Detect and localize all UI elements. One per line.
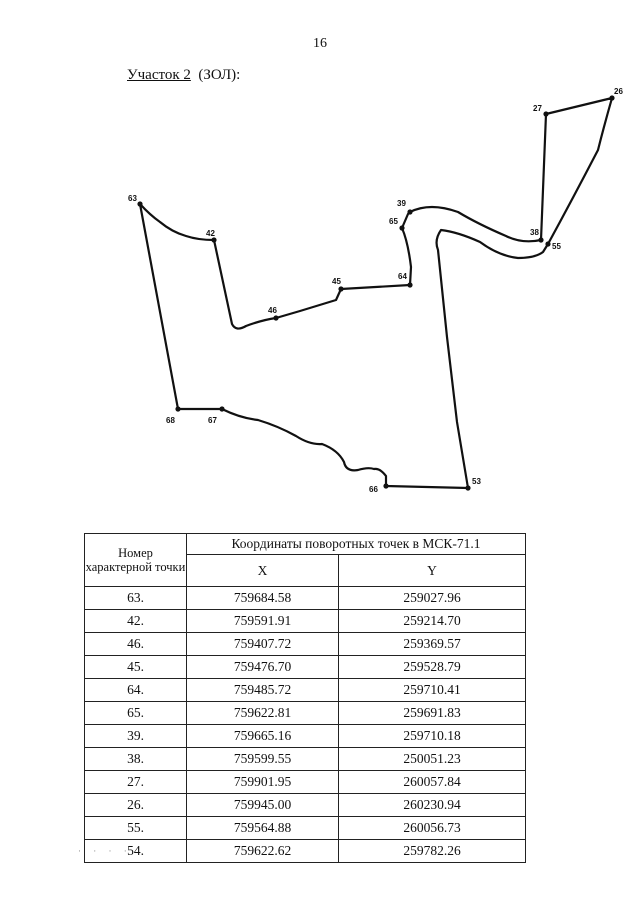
cell-y: 259782.26 xyxy=(338,839,526,863)
section-title: Участок 2 (ЗОЛ): xyxy=(127,67,240,84)
point-label-46: 46 xyxy=(268,306,277,315)
section-title-suffix: (ЗОЛ): xyxy=(198,67,241,83)
cell-y: 260056.73 xyxy=(338,816,526,840)
cell-point-number: 65. xyxy=(84,701,187,725)
point-marker-67 xyxy=(219,406,225,412)
point-marker-46 xyxy=(273,315,279,321)
scan-artifact: · · · · xyxy=(78,846,132,856)
point-label-65: 65 xyxy=(389,217,398,226)
point-marker-27 xyxy=(543,111,549,117)
point-marker-65 xyxy=(399,225,405,231)
cell-x: 759485.72 xyxy=(186,678,339,702)
point-label-68: 68 xyxy=(166,416,175,425)
cell-x: 759599.55 xyxy=(186,747,339,771)
page-number: 16 xyxy=(313,36,327,51)
point-label-66: 66 xyxy=(369,485,378,494)
cell-x: 759407.72 xyxy=(186,632,339,656)
cell-point-number: 42. xyxy=(84,609,187,633)
cell-point-number: 39. xyxy=(84,724,187,748)
cell-y: 259369.57 xyxy=(338,632,526,656)
point-labels: 63 42 46 45 64 65 39 38 27 26 55 53 66 6… xyxy=(128,87,623,494)
plot-map: 63 42 46 45 64 65 39 38 27 26 55 53 66 6… xyxy=(128,87,623,494)
coordinates-table: Номер характерной точки Координаты повор… xyxy=(84,533,526,863)
cell-x: 759564.88 xyxy=(186,816,339,840)
cell-y: 259710.18 xyxy=(338,724,526,748)
cell-y: 250051.23 xyxy=(338,747,526,771)
point-marker-68 xyxy=(175,406,181,412)
cell-point-number: 63. xyxy=(84,586,187,610)
cell-x: 759622.62 xyxy=(186,839,339,863)
cell-x: 759901.95 xyxy=(186,770,339,794)
cell-point-number: 64. xyxy=(84,678,187,702)
boundary-outer xyxy=(138,96,614,490)
boundary-lines xyxy=(138,96,614,490)
point-label-64: 64 xyxy=(398,272,407,281)
cell-point-number: 46. xyxy=(84,632,187,656)
cell-y: 259691.83 xyxy=(338,701,526,725)
point-label-67: 67 xyxy=(208,416,217,425)
point-markers xyxy=(137,95,615,491)
point-marker-26 xyxy=(609,95,615,101)
header-y: Y xyxy=(338,554,526,587)
point-marker-55 xyxy=(545,241,551,247)
cell-x: 759476.70 xyxy=(186,655,339,679)
point-label-42: 42 xyxy=(206,229,215,238)
header-coordinates: Координаты поворотных точек в МСК-71.1 xyxy=(186,533,526,555)
cell-y: 260230.94 xyxy=(338,793,526,817)
point-marker-53 xyxy=(465,485,471,491)
point-label-38: 38 xyxy=(530,228,539,237)
cell-point-number: 54. xyxy=(84,839,187,863)
cell-x: 759622.81 xyxy=(186,701,339,725)
section-title-main: Участок 2 xyxy=(127,67,191,83)
cell-y: 259027.96 xyxy=(338,586,526,610)
cell-y: 259528.79 xyxy=(338,655,526,679)
header-point-number: Номер характерной точки xyxy=(84,533,187,587)
point-marker-45 xyxy=(338,286,344,292)
cell-y: 259214.70 xyxy=(338,609,526,633)
header-x: X xyxy=(186,554,339,587)
point-marker-66 xyxy=(383,483,389,489)
cell-x: 759684.58 xyxy=(186,586,339,610)
point-marker-64 xyxy=(407,282,413,288)
cell-point-number: 45. xyxy=(84,655,187,679)
point-label-45: 45 xyxy=(332,277,341,286)
point-label-39: 39 xyxy=(397,199,406,208)
cell-y: 259710.41 xyxy=(338,678,526,702)
point-label-26: 26 xyxy=(614,87,623,96)
point-label-55: 55 xyxy=(552,242,561,251)
point-marker-39 xyxy=(407,209,413,215)
cell-x: 759665.16 xyxy=(186,724,339,748)
cell-point-number: 26. xyxy=(84,793,187,817)
point-marker-63 xyxy=(137,201,143,207)
point-label-53: 53 xyxy=(472,477,481,486)
point-marker-42 xyxy=(211,237,217,243)
cell-point-number: 55. xyxy=(84,816,187,840)
cell-point-number: 38. xyxy=(84,747,187,771)
cell-y: 260057.84 xyxy=(338,770,526,794)
point-marker-38 xyxy=(538,237,544,243)
cell-x: 759591.91 xyxy=(186,609,339,633)
point-label-63: 63 xyxy=(128,194,137,203)
cell-x: 759945.00 xyxy=(186,793,339,817)
cell-point-number: 27. xyxy=(84,770,187,794)
point-label-27: 27 xyxy=(533,104,542,113)
